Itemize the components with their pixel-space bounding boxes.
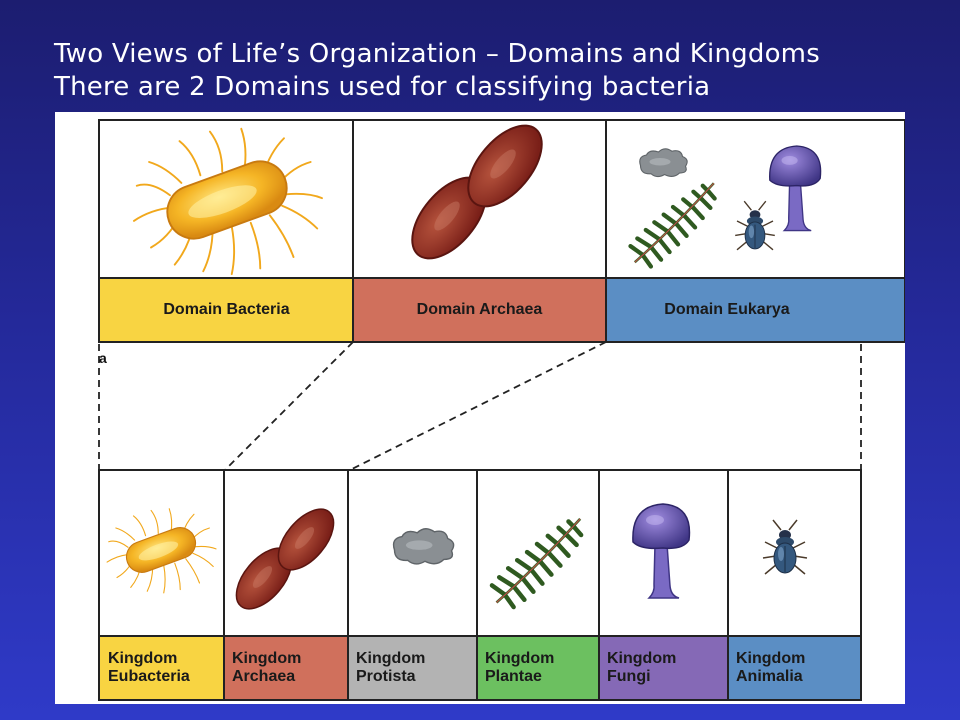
dashed-connectors (98, 341, 862, 471)
kingdom-row (98, 469, 862, 701)
diagram-graphics (98, 112, 905, 701)
kingdom-word: Kingdom (108, 650, 178, 667)
kingdom-name: Fungi (607, 668, 651, 685)
kingdom-animalia-label: Kingdom Animalia (728, 637, 860, 699)
kingdom-word: Kingdom (736, 650, 806, 667)
kingdom-name: Eubacteria (108, 668, 190, 685)
domain-eukarya-cell (606, 279, 904, 341)
slide-title: Two Views of Life’s Organization – Domai… (54, 38, 934, 104)
title-line-2: There are 2 Domains used for classifying… (54, 72, 711, 102)
kingdom-plantae-label: Kingdom Plantae (477, 637, 599, 699)
domain-eukarya-label: Domain Eukarya (664, 301, 790, 318)
kingdom-word: Kingdom (607, 650, 677, 667)
kingdom-eubacteria-label: Kingdom Eubacteria (100, 637, 224, 699)
kingdom-protista-label: Kingdom Protista (348, 637, 477, 699)
kingdom-word: Kingdom (485, 650, 555, 667)
kingdom-name: Plantae (485, 668, 542, 685)
domain-archaea-cell (353, 279, 606, 341)
kingdom-word: Kingdom (232, 650, 302, 667)
kingdom-word: Kingdom (356, 650, 426, 667)
kingdom-fungi-label: Kingdom Fungi (599, 637, 728, 699)
kingdom-archaea-label: Kingdom Archaea (224, 637, 348, 699)
domain-row (98, 112, 905, 343)
title-line-1: Two Views of Life’s Organization – Domai… (54, 39, 820, 69)
kingdom-name: Archaea (232, 668, 296, 685)
kingdom-name: Protista (356, 668, 416, 685)
kingdom-name: Animalia (736, 668, 803, 685)
domain-bacteria-label: Domain Bacteria (163, 301, 290, 318)
domain-archaea-label: Domain Archaea (416, 301, 543, 318)
domain-bacteria-cell (100, 279, 353, 341)
classification-diagram: a Domain Bacteria Domain Archaea Domain … (55, 112, 905, 704)
figure-letter: a (99, 350, 107, 366)
